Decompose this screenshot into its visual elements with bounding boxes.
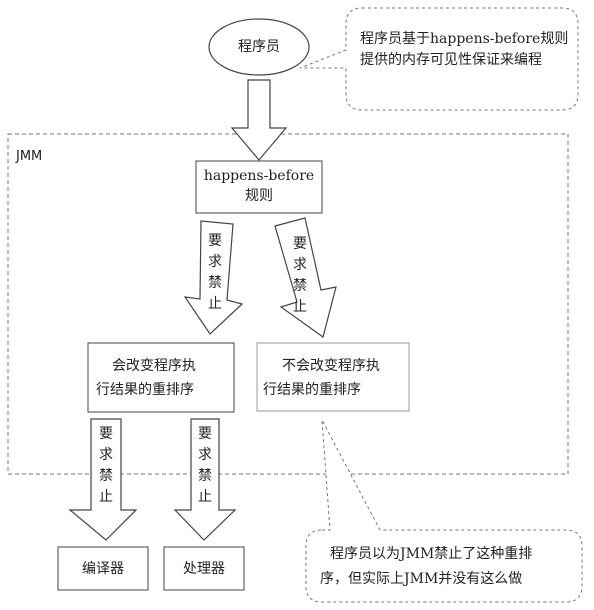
prohibit-char: 求 xyxy=(99,447,113,463)
prohibit-char: 止 xyxy=(293,299,307,315)
compiler-label: 编译器 xyxy=(82,561,124,577)
no-change-result-box xyxy=(256,342,410,412)
prohibit-char: 禁 xyxy=(198,468,212,484)
jmm-label: JMM xyxy=(16,149,43,164)
prohibit-char: 禁 xyxy=(293,278,307,294)
prohibit-char: 止 xyxy=(208,296,222,312)
prohibit-char: 要 xyxy=(208,233,222,249)
jmm-region xyxy=(7,133,569,475)
prohibit-char: 禁 xyxy=(208,275,222,291)
prohibit-char: 要 xyxy=(198,426,212,442)
arrow-programmer-to-rules xyxy=(230,79,288,161)
prohibit-char: 要 xyxy=(293,236,307,252)
programmer-label: 程序员 xyxy=(238,39,280,55)
arrow-to-compiler xyxy=(68,418,138,541)
happens-before-box xyxy=(195,160,323,214)
top-note-text: 程序员基于happens-before规则提供的内存可见性保证来编程 xyxy=(360,31,569,68)
bottom-note-line1: 程序员以为JMM禁止了这种重排 xyxy=(330,546,533,562)
prohibit-char: 求 xyxy=(293,257,307,273)
happens-before-line1: happens-before xyxy=(203,168,315,184)
arrow-rules-to-no-change xyxy=(274,217,337,338)
change-result-line2: 行结果的重排序 xyxy=(96,382,194,398)
prohibit-char: 求 xyxy=(198,447,212,463)
change-result-box xyxy=(87,342,235,413)
arrow-rules-to-change xyxy=(183,220,244,335)
bottom-note-line2: 序，但实际上JMM并没有这么做 xyxy=(320,571,523,587)
prohibit-label-right: 要 求 禁 止 xyxy=(288,234,312,318)
prohibit-label-left: 要 求 禁 止 xyxy=(203,231,227,315)
processor-box xyxy=(163,546,245,591)
no-change-result-line2: 行结果的重排序 xyxy=(263,382,361,398)
prohibit-label-processor: 要 求 禁 止 xyxy=(193,424,217,508)
prohibit-label-compiler: 要 求 禁 止 xyxy=(94,424,118,508)
top-note-bubble xyxy=(299,7,579,111)
prohibit-char: 止 xyxy=(99,489,113,505)
no-change-result-line1: 不会改变程序执 xyxy=(282,358,380,374)
prohibit-char: 要 xyxy=(99,426,113,442)
bottom-note-bubble xyxy=(305,419,583,603)
programmer-ellipse xyxy=(208,18,310,76)
prohibit-char: 禁 xyxy=(99,468,113,484)
compiler-box xyxy=(57,546,149,591)
prohibit-char: 求 xyxy=(208,254,222,270)
change-result-line1: 会改变程序执 xyxy=(112,358,196,374)
processor-label: 处理器 xyxy=(183,561,225,577)
arrow-to-processor xyxy=(173,418,237,541)
prohibit-char: 止 xyxy=(198,489,212,505)
happens-before-line2: 规则 xyxy=(245,188,273,204)
